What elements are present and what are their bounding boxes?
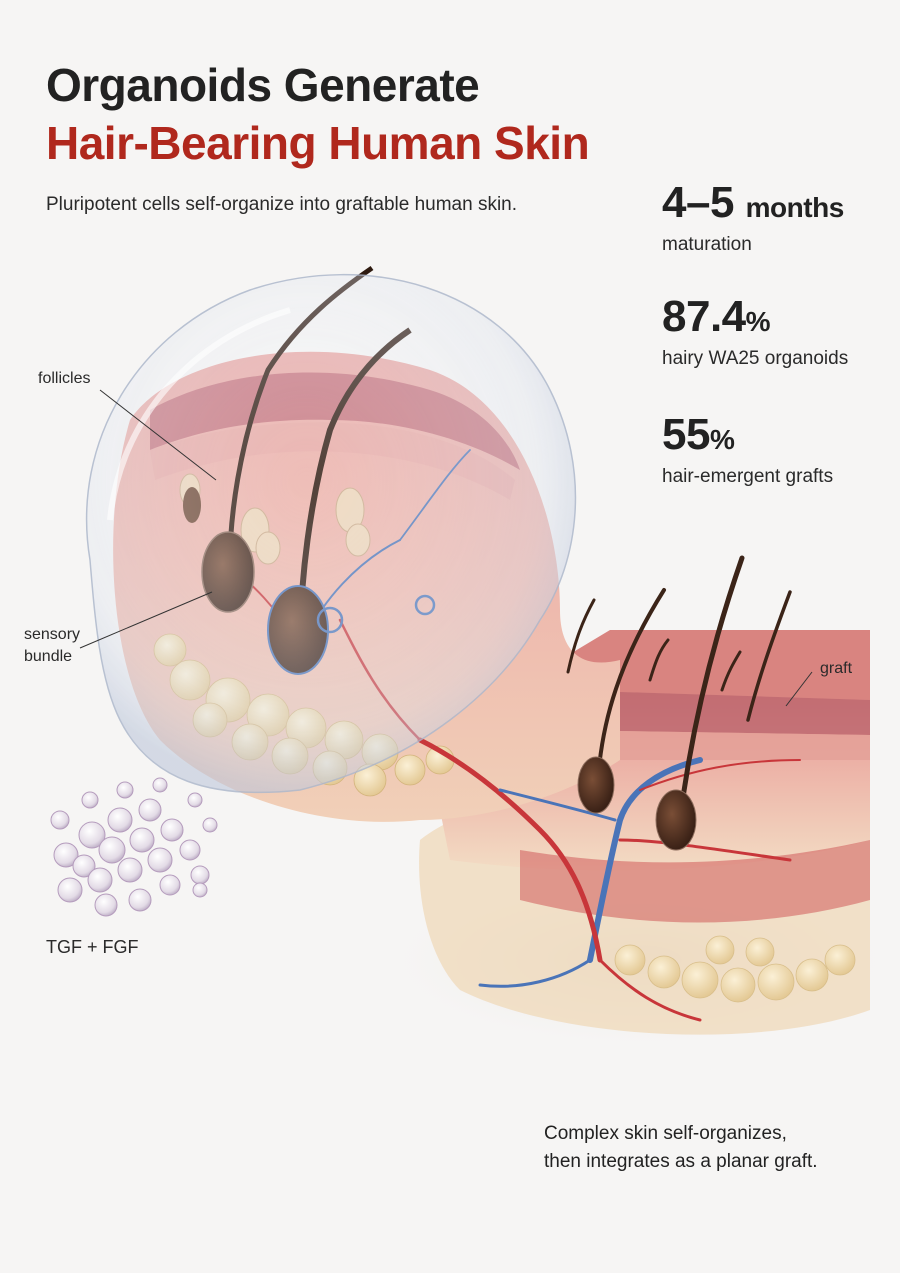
label-follicles: follicles: [38, 370, 91, 387]
stat-label: hair-emergent grafts: [662, 466, 834, 487]
stat-label: maturation: [662, 234, 752, 255]
stat-label: hairy WA25 organoids: [662, 348, 849, 369]
stat-hairy-organoids: 87.4% hairy WA25 organoids: [662, 292, 848, 370]
stat-maturation: 4–5 months maturation: [662, 178, 844, 256]
title-line-2: Hair-Bearing Human Skin: [46, 117, 590, 169]
organoid-sphere: [85, 273, 577, 794]
stat-unit: %: [709, 424, 735, 455]
label-sensory-bundle: sensory bundle: [24, 624, 80, 668]
caption-line1: Complex skin self-organizes,: [544, 1123, 787, 1144]
caption: Complex skin self-organizes, then integr…: [544, 1120, 874, 1176]
stat-value: 87.4: [662, 292, 746, 341]
stat-unit: months: [745, 192, 845, 223]
stem-cell-cluster: [50, 777, 218, 917]
skin-organoid-illustration: [50, 265, 900, 1050]
label-graft: graft: [820, 660, 853, 677]
label-sensory-line1: sensory: [24, 626, 81, 643]
subtitle: Pluripotent cells self-organize into gra…: [46, 194, 518, 215]
label-sensory-line2: bundle: [24, 648, 73, 665]
caption-line2: then integrates as a planar graft.: [544, 1151, 818, 1172]
graft-hairs: [566, 555, 792, 851]
title-line-1: Organoids Generate: [46, 59, 480, 111]
stat-value: 55: [662, 410, 710, 459]
blood-vessels: [219, 449, 801, 1022]
stat-hair-emergent-grafts: 55% hair-emergent grafts: [662, 410, 833, 488]
label-growth-factors: TGF + FGF: [46, 937, 139, 957]
stat-unit: %: [745, 306, 771, 337]
leader-lines: [79, 389, 813, 707]
stat-value: 4–5: [662, 178, 734, 227]
